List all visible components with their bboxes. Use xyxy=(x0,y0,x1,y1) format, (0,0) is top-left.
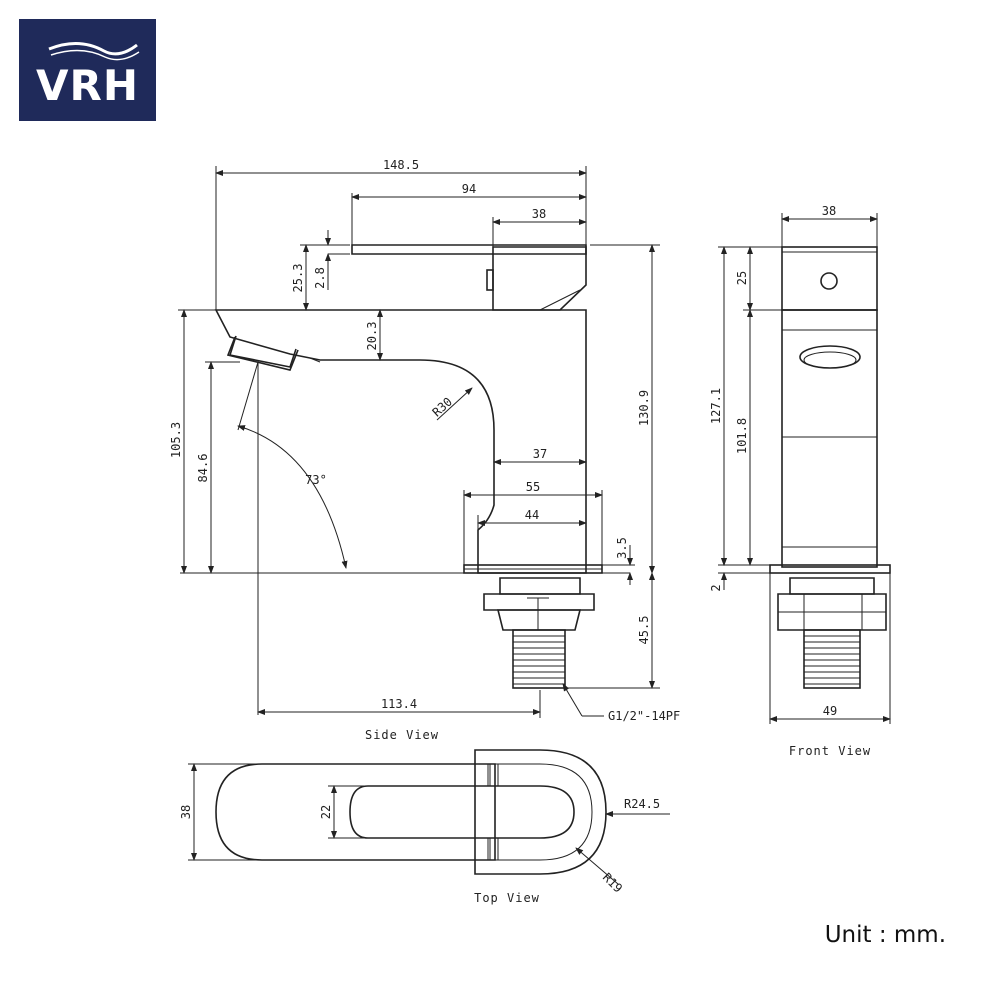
dim-lever-length: 94 xyxy=(462,182,476,196)
dim-radius: R30 xyxy=(430,395,455,420)
dim-base-55: 55 xyxy=(526,480,540,494)
front-dim-body: 101.8 xyxy=(735,418,749,454)
top-body xyxy=(215,763,496,861)
front-dim-head: 25 xyxy=(735,271,749,285)
unit-label: Unit : mm. xyxy=(824,922,946,948)
dim-spout-gap: 20.3 xyxy=(365,322,379,351)
top-view: 38 22 R24.5 R19 Top View xyxy=(179,749,670,905)
lever-block xyxy=(492,246,587,311)
side-view: 148.5 94 38 25.3 2.8 20.3 130.9 105.3 84 xyxy=(169,158,680,742)
top-dim-outer-radius: R24.5 xyxy=(624,797,660,811)
wave-icon xyxy=(48,42,140,61)
dim-angle: 73° xyxy=(305,473,327,487)
dim-spout-height: 105.3 xyxy=(169,422,183,458)
threaded-shank xyxy=(512,629,566,689)
dim-reach: 113.4 xyxy=(381,697,417,711)
aerator xyxy=(228,335,297,368)
side-view-caption: Side View xyxy=(365,728,439,742)
front-body xyxy=(781,309,878,568)
dim-lever-thickness: 2.8 xyxy=(313,267,327,289)
front-dim-total: 127.1 xyxy=(709,388,723,424)
dim-plate: 3.5 xyxy=(615,537,629,559)
top-dim-width: 38 xyxy=(179,805,193,819)
lever-hole xyxy=(820,272,838,290)
front-plate xyxy=(769,564,891,574)
front-head xyxy=(781,246,878,311)
dim-body-depth: 37 xyxy=(533,447,547,461)
dim-shank-length: 45.5 xyxy=(637,616,651,645)
front-view-caption: Front View xyxy=(789,744,871,758)
dim-lever-block: 38 xyxy=(532,207,546,221)
front-dim-base: 49 xyxy=(823,704,837,718)
dim-thread: G1/2"-14PF xyxy=(608,709,680,723)
faucet-body xyxy=(214,309,587,574)
front-dim-width: 38 xyxy=(822,204,836,218)
dim-base-44: 44 xyxy=(525,508,539,522)
dim-body-height: 130.9 xyxy=(637,390,651,426)
logo-text: VRH xyxy=(36,61,139,110)
vrh-logo: VRH xyxy=(19,19,156,121)
top-view-caption: Top View xyxy=(474,891,540,905)
mount-nut xyxy=(483,593,595,611)
front-dim-plate: 2 xyxy=(709,584,723,591)
dim-handle-height: 25.3 xyxy=(291,264,305,293)
front-view: 38 25 127.1 101.8 2 49 Front View xyxy=(709,204,891,758)
dim-outlet-height: 84.6 xyxy=(196,454,210,483)
top-dim-lever-width: 22 xyxy=(319,805,333,819)
top-dim-inner-radius: R19 xyxy=(600,870,625,895)
dim-overall-length: 148.5 xyxy=(383,158,419,172)
